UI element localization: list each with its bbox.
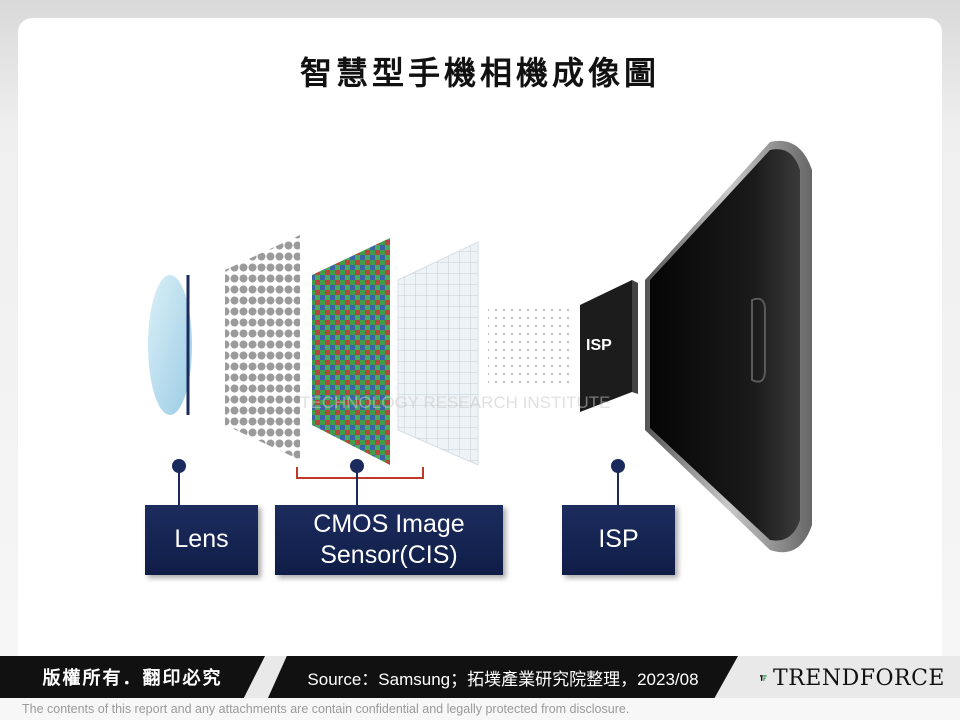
- cis-label: CMOS Image Sensor(CIS): [313, 509, 465, 569]
- isp-pin-line: [617, 470, 619, 506]
- cis-pin-line: [356, 470, 358, 506]
- watermark-text: TECHNOLOGY RESEARCH INSTITUTE: [300, 393, 610, 412]
- trendforce-logo-icon: [760, 675, 767, 681]
- cmos-sensor-layer: [312, 238, 390, 465]
- logo-wordmark: TRENDFORCE: [773, 665, 945, 691]
- cis-bracket: [296, 467, 424, 479]
- lens-pin-dot: [172, 459, 186, 473]
- lens-pin-line: [178, 470, 180, 506]
- cis-label-box: CMOS Image Sensor(CIS): [275, 505, 503, 575]
- isp-label-box: ISP: [562, 505, 675, 575]
- cis-pin-dot: [350, 459, 364, 473]
- lens-element: [148, 275, 192, 415]
- trendforce-logo: TRENDFORCE: [760, 660, 945, 696]
- camera-exploded-illustration: ISP TECHNOLOGY RESEARCH INSTITUTE: [148, 140, 812, 553]
- source-citation: Source：Samsung；拓墣產業研究院整理，2023/08: [268, 656, 738, 698]
- disclaimer-text: The contents of this report and any atta…: [22, 702, 630, 716]
- microlens-array-layer: [225, 235, 300, 460]
- isp-chip: ISP: [580, 280, 638, 412]
- home-button: [751, 297, 766, 383]
- isp-pin-dot: [611, 459, 625, 473]
- isp-label: ISP: [598, 525, 639, 554]
- page-title: 智慧型手機相機成像圖: [299, 54, 660, 92]
- lens-label: Lens: [174, 525, 229, 554]
- lens-label-box: Lens: [145, 505, 258, 575]
- isp-chip-label: ISP: [586, 337, 612, 354]
- filter-grid-layer: [397, 241, 479, 466]
- smartphone-body: [645, 140, 812, 553]
- signal-dots-layer: [488, 305, 570, 385]
- copyright-notice: 版權所有．翻印必究: [0, 656, 265, 698]
